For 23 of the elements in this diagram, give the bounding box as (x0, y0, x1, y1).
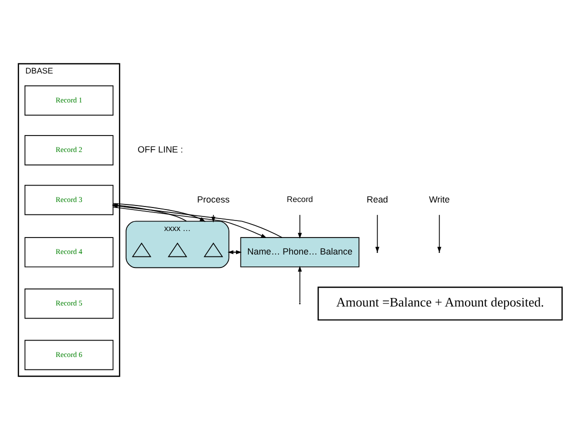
node-box: Record 3 (24, 184, 114, 215)
arrow (437, 214, 442, 252)
node-box: Record 2 (24, 134, 114, 165)
cluster: xxxx … (126, 220, 230, 268)
arrow (298, 214, 302, 238)
node-text: Process (197, 194, 230, 204)
node-box: Record 1 (24, 84, 114, 116)
node-box: Amount =Balance + Amount deposited. (318, 286, 563, 320)
arrow (298, 265, 302, 303)
arrow (375, 214, 380, 252)
node-box: Record 5 (24, 288, 114, 318)
node-box: Name… Phone… Balance (240, 236, 360, 267)
node-text: Read (366, 194, 388, 204)
node-triangle (204, 242, 224, 257)
label: OFF LINE : (138, 144, 184, 154)
node-box: Record 4 (24, 236, 114, 267)
arrow (112, 206, 267, 238)
node-triangle (168, 242, 188, 257)
node-text: Record (286, 194, 313, 204)
node-text: Write (428, 194, 450, 204)
node-box: Record 6 (24, 339, 114, 370)
arrow (211, 214, 216, 222)
node-triangle (132, 242, 152, 257)
